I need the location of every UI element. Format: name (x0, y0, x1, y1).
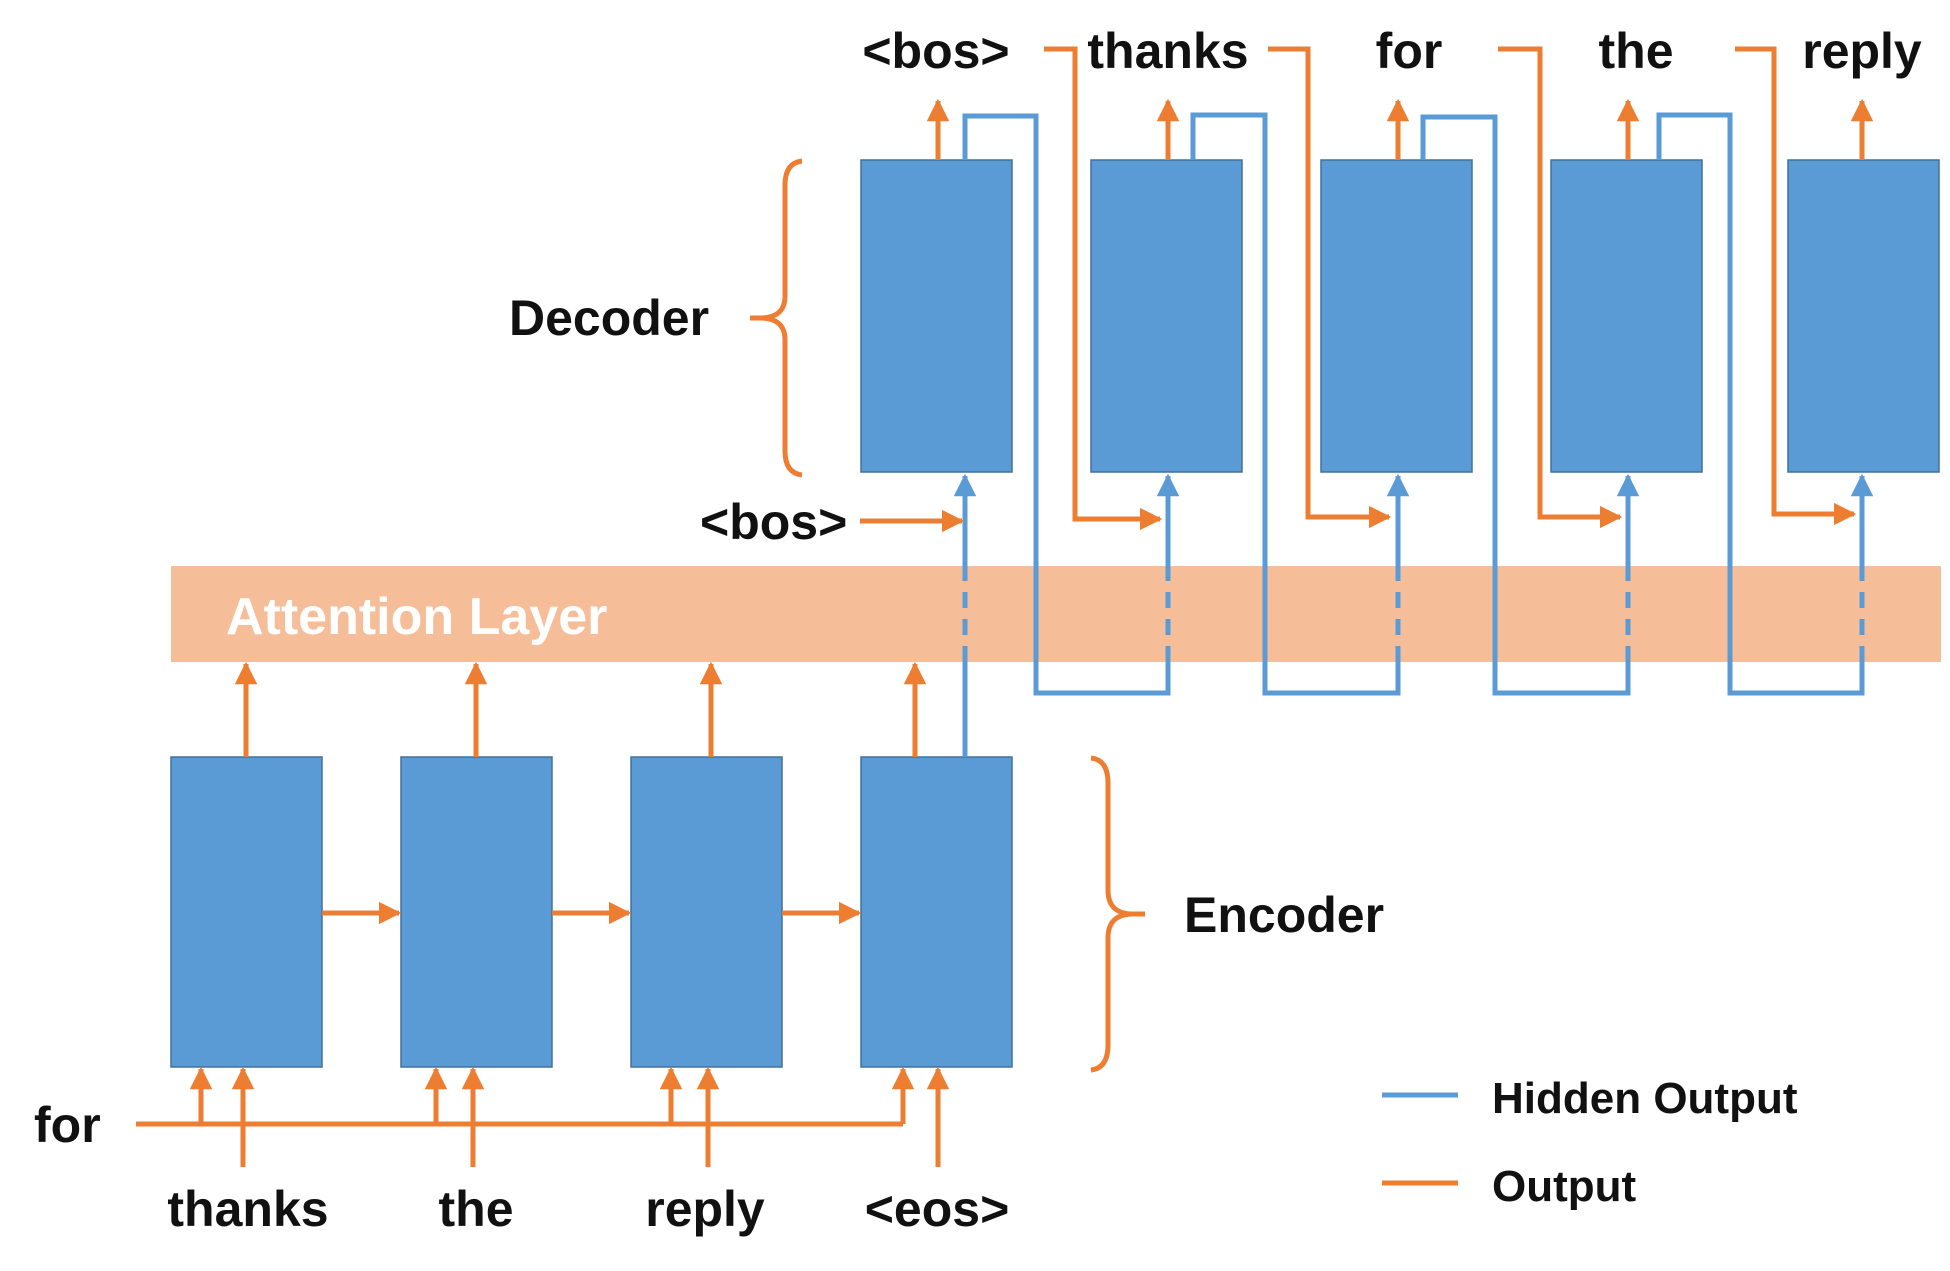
decoder-block-1 (860, 159, 1013, 473)
decoder-output-arrows (926, 98, 1874, 160)
legend-output-label: Output (1492, 1162, 1637, 1211)
decoder-output-word: reply (1802, 23, 1922, 79)
encoder-input-word: <eos> (865, 1181, 1010, 1237)
hidden-loop-3-4 (1420, 114, 1640, 696)
hidden-loop-2-3 (1190, 112, 1410, 696)
decoder-brace (750, 158, 803, 478)
decoder-output-word: thanks (1087, 23, 1248, 79)
attention-band (171, 566, 1941, 662)
decoder-blocks (860, 159, 1940, 473)
encoder-input-words: thanks the reply <eos> (167, 1181, 1009, 1237)
hidden-loop-1-2 (962, 113, 1180, 696)
decoder-output-word: the (1599, 23, 1674, 79)
feedback-1 (1044, 46, 1163, 531)
encoder-block-3 (630, 756, 783, 1068)
encoder-block-1 (170, 756, 323, 1068)
encoder-prev-word: for (34, 1097, 101, 1153)
encoder-input-word: the (439, 1181, 514, 1237)
encoder-input-word: reply (645, 1181, 765, 1237)
decoder-block-2 (1090, 159, 1243, 473)
encoder-input-word: thanks (167, 1181, 328, 1237)
legend: Hidden Output Output (1382, 1074, 1798, 1211)
decoder-block-4 (1550, 159, 1703, 473)
encoder-output-arrows (234, 661, 927, 757)
decoder-output-words: <bos> thanks for the reply (862, 23, 1922, 79)
decoder-output-word: <bos> (862, 23, 1009, 79)
decoder-output-word: for (1376, 23, 1443, 79)
decoder-block-5 (1787, 159, 1940, 473)
encoder-block-2 (400, 756, 553, 1068)
feedback-2 (1268, 46, 1392, 529)
feedback-3 (1498, 46, 1623, 529)
encoder-blocks (170, 756, 1013, 1068)
encoder-block-4 (860, 756, 1013, 1068)
decoder-label: Decoder (509, 290, 709, 346)
encoder-brace (1090, 755, 1145, 1073)
legend-hidden-label: Hidden Output (1492, 1074, 1798, 1123)
encoder-input-wiring (136, 1066, 950, 1167)
decoder-start-label: <bos> (700, 494, 847, 550)
decoder-hidden-loops (962, 112, 1874, 696)
decoder-feedback-arrows (1044, 46, 1857, 531)
attention-layer-label: Attention Layer (226, 588, 607, 646)
decoder-block-3 (1320, 159, 1473, 473)
hidden-loop-4-5 (1656, 112, 1874, 696)
feedback-4 (1735, 46, 1857, 526)
attention-layer: Attention Layer (171, 566, 1941, 662)
encoder-label: Encoder (1184, 887, 1384, 943)
